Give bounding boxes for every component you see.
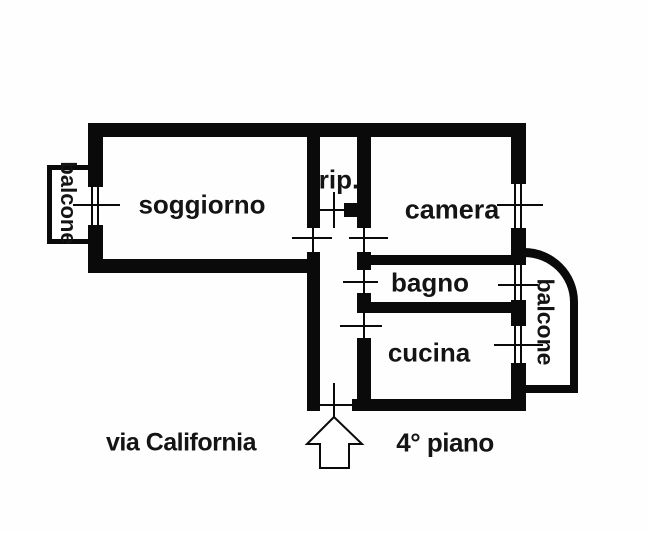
balcony-right	[521, 248, 578, 393]
wall-corridor-left-upper	[307, 137, 320, 228]
wall-right-a	[511, 123, 526, 184]
floor-label: 4° piano	[396, 427, 494, 458]
label-cucina: cucina	[387, 337, 471, 368]
label-balcone-left: balcone	[56, 161, 81, 245]
door-rip-cross-h	[316, 209, 348, 211]
window-camera-cross	[497, 204, 543, 206]
wall-center-lower	[357, 338, 371, 410]
wall-top	[88, 123, 526, 137]
door-camera-cross-v	[363, 222, 365, 258]
window-camera-glazing	[520, 184, 522, 228]
label-bagno: bagno	[391, 267, 469, 298]
label-rip: rip.	[318, 164, 360, 195]
window-soggiorno-cross	[73, 204, 120, 206]
door-rip-cross-v	[333, 192, 335, 228]
wall-right-d	[511, 363, 526, 410]
door-bagno-cross-h	[343, 281, 378, 283]
door-entrance-cross-h	[314, 404, 355, 406]
label-balcone-right: balcone	[532, 278, 559, 366]
window-bagno-cross	[498, 284, 538, 286]
door-entrance-cross-v	[333, 383, 335, 420]
street-label: via California	[106, 428, 257, 457]
door-soggiorno-cross-h	[292, 237, 332, 239]
label-camera: camera	[404, 194, 500, 225]
window-cucina-cross	[494, 344, 543, 346]
door-camera-cross-h	[349, 237, 388, 239]
window-camera-glazing	[514, 184, 516, 228]
wall-center-upper	[357, 137, 371, 228]
entrance-arrow-icon	[304, 415, 365, 469]
window-bagno-glazing	[520, 265, 522, 300]
wall-right-b	[511, 228, 526, 265]
window-soggiorno-glazing	[91, 187, 93, 225]
window-bagno-glazing	[514, 265, 516, 300]
wall-bagno-bottom	[357, 302, 511, 313]
door-soggiorno-cross-v	[312, 222, 314, 258]
window-soggiorno-glazing	[97, 187, 99, 225]
wall-soggiorno-left-upper	[88, 123, 103, 187]
wall-bottom-left	[307, 399, 320, 411]
wall-bottom-right	[352, 399, 526, 411]
wall-corridor-left-lower	[307, 252, 320, 410]
wall-right-c	[511, 300, 526, 326]
wall-soggiorno-bottom	[88, 259, 320, 273]
label-soggiorno: soggiorno	[138, 189, 266, 220]
door-cucina-cross-h	[340, 325, 382, 327]
wall-camera-bottom	[357, 255, 515, 265]
